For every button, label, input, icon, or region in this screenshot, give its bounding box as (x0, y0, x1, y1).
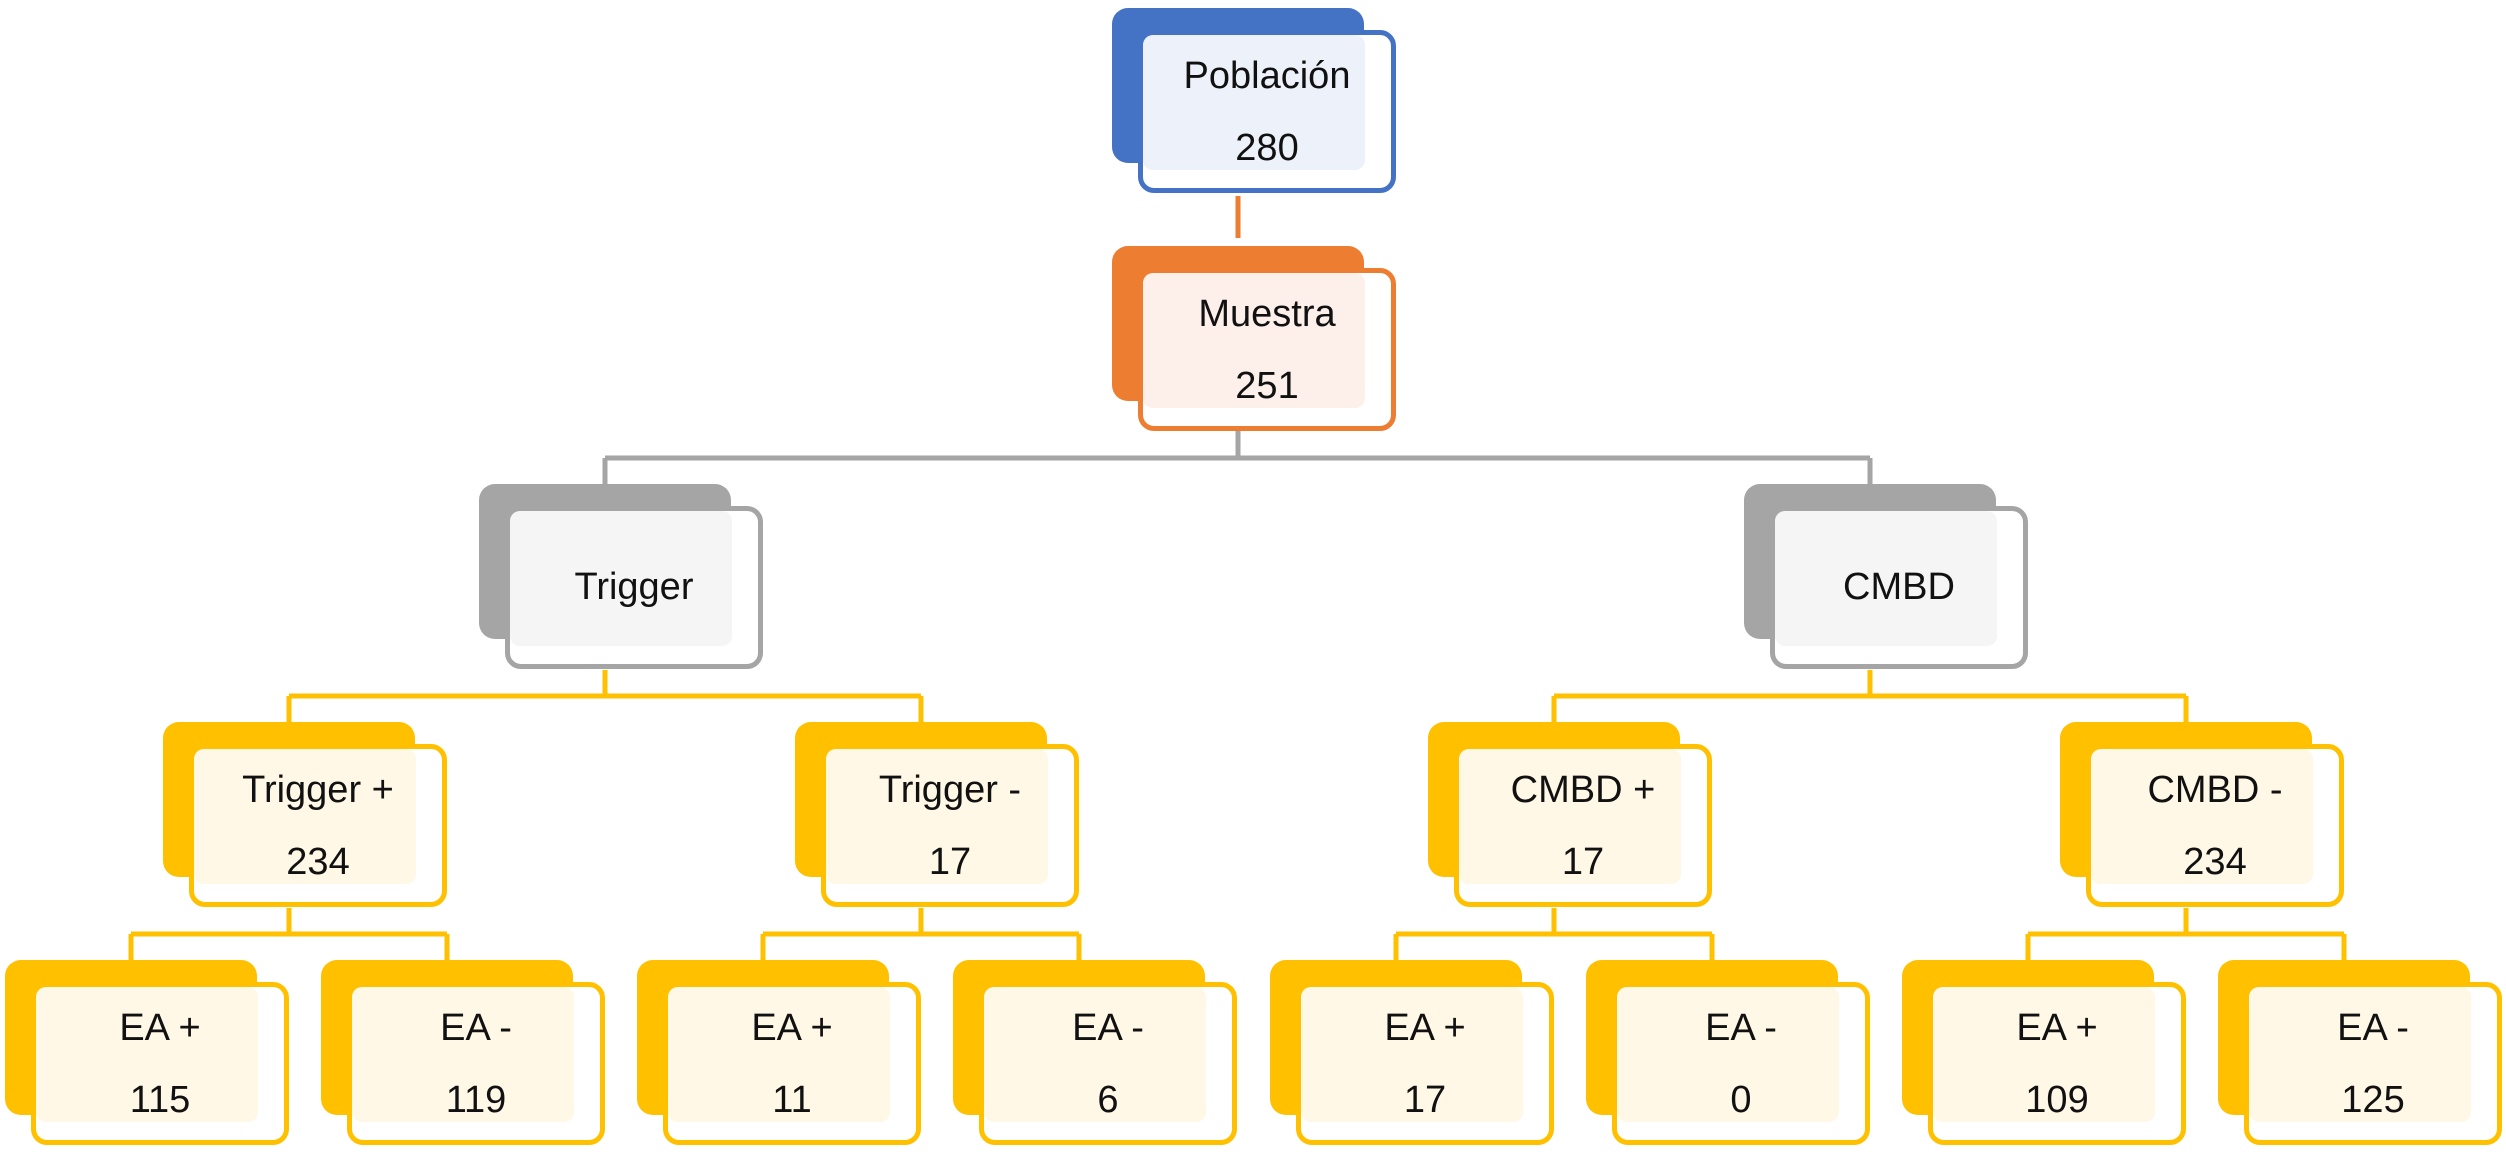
ea-value: 0 (1730, 1079, 1752, 1121)
ea-value: 17 (1403, 1079, 1447, 1121)
ea-label: EA + (1384, 1007, 1466, 1049)
ea-label: EA - (440, 1007, 512, 1049)
ea-value: 119 (445, 1079, 507, 1121)
ea-value: 6 (1097, 1079, 1119, 1121)
ea-label: EA + (751, 1007, 833, 1049)
ea-value: 109 (2025, 1079, 2089, 1121)
connector-cmbd-children (1551, 670, 2189, 722)
ea-value: 125 (2341, 1079, 2405, 1121)
node-poblacion-label: Población (1183, 55, 1351, 97)
node-cmbd-pos-value: 17 (1561, 841, 1605, 883)
node-poblacion-value: 280 (1235, 127, 1299, 169)
node-trigger-label: Trigger (574, 566, 694, 608)
ea-label: EA + (2016, 1007, 2098, 1049)
node-cmbd-neg-value: 234 (2183, 841, 2247, 883)
node-cmbd-pos-label: CMBD + (1510, 769, 1656, 811)
ea-label: EA - (1072, 1007, 1144, 1049)
connector-ea-children (128, 908, 2347, 960)
ea-label: EA - (1705, 1007, 1777, 1049)
node-trigger-pos-label: Trigger + (242, 769, 394, 811)
node-cmbd-neg-label: CMBD - (2147, 769, 2283, 811)
connector-muestra-methods (602, 430, 1873, 484)
node-trigger-neg-value: 17 (928, 841, 972, 883)
node-muestra-value: 251 (1235, 365, 1299, 407)
node-trigger-pos-value: 234 (286, 841, 350, 883)
connector-trigger-children (286, 670, 924, 722)
ea-label: EA - (2337, 1007, 2409, 1049)
node-trigger-neg-label: Trigger - (878, 769, 1022, 811)
ea-value: 11 (772, 1079, 812, 1121)
ea-value: 115 (129, 1079, 191, 1121)
node-muestra-label: Muestra (1198, 293, 1336, 335)
ea-label: EA + (119, 1007, 201, 1049)
node-cmbd-label: CMBD (1843, 566, 1955, 608)
